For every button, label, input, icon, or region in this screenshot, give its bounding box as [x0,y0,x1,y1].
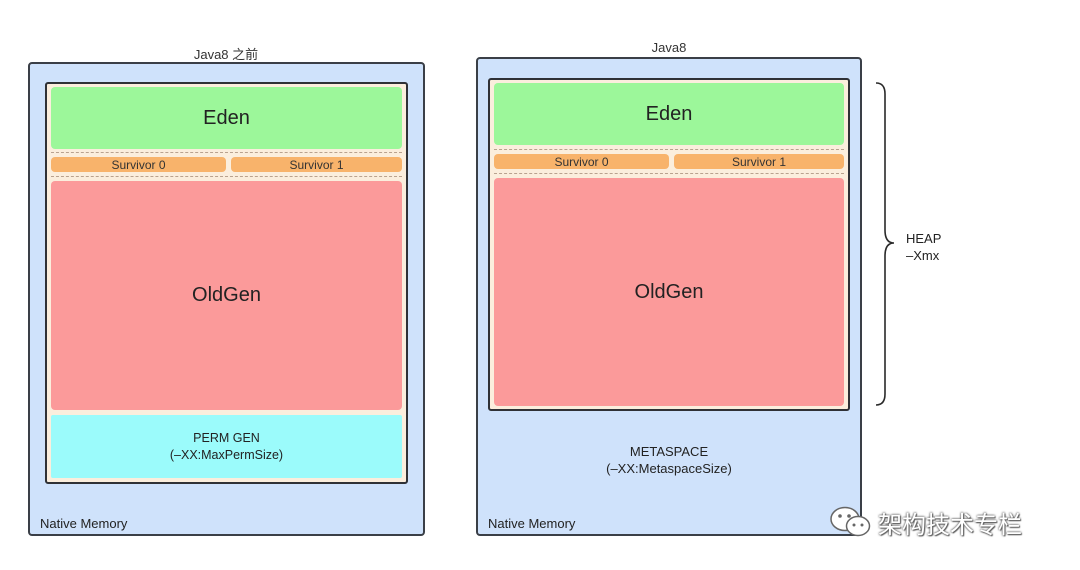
right-metaspace-block: METASPACE (–XX:MetaspaceSize) [494,420,844,500]
right-survivor-1: Survivor 1 [674,154,844,169]
right-oldgen-block: OldGen [494,178,844,406]
permgen-option: (–XX:MaxPermSize) [169,447,284,462]
right-native-memory-label: Native Memory [488,516,576,531]
left-eden-block: Eden [51,87,402,149]
right-survivor-0: Survivor 0 [494,154,669,169]
heap-brace-icon [875,82,895,406]
left-divider-top [51,152,402,153]
left-native-memory-label: Native Memory [40,516,128,531]
heap-annotation: HEAP –Xmx [906,230,941,264]
right-diagram-title: Java8 [651,40,687,55]
left-survivor-0: Survivor 0 [51,157,226,172]
permgen-label: PERM GEN [193,430,260,445]
wechat-icon [830,506,871,537]
left-diagram-title: Java8 之前 [193,47,259,62]
heap-xmx-label: –Xmx [906,248,940,263]
metaspace-option: (–XX:MetaspaceSize) [606,461,732,476]
watermark: 架构技术专栏 [828,504,1022,540]
left-oldgen-block: OldGen [51,181,402,410]
watermark-text: 架构技术专栏 [878,511,1022,539]
heap-label: HEAP [906,231,942,246]
left-permgen-block: PERM GEN (–XX:MaxPermSize) [51,415,402,478]
right-eden-block: Eden [494,83,844,145]
metaspace-label: METASPACE [629,444,709,459]
right-divider-bottom [494,173,844,174]
left-divider-bottom [51,176,402,177]
left-survivor-1: Survivor 1 [231,157,402,172]
right-divider-top [494,149,844,150]
